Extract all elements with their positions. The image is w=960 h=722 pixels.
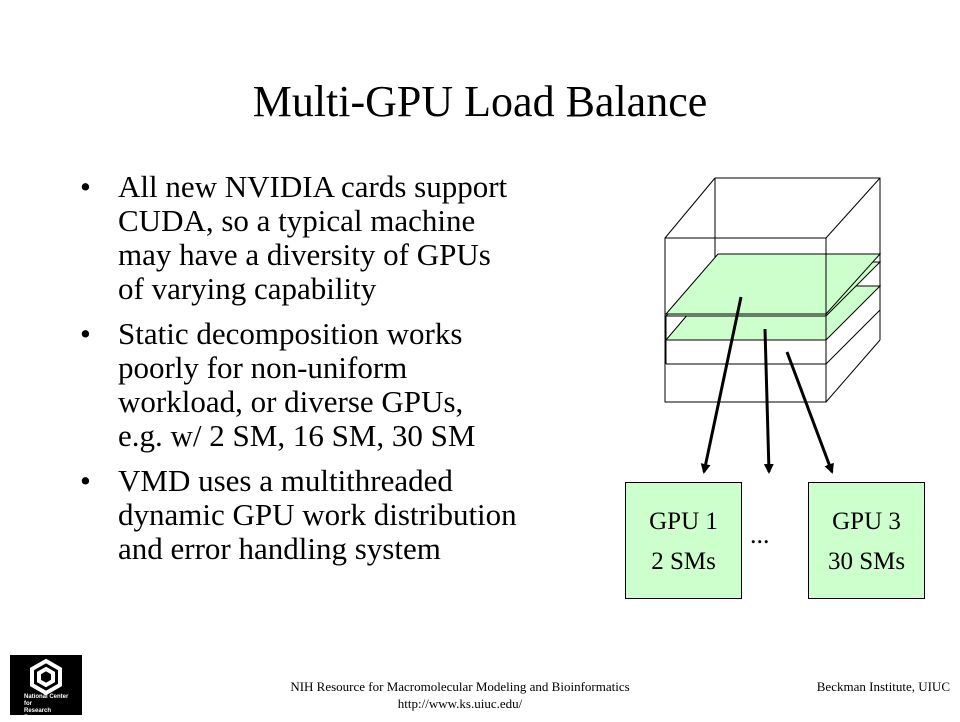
gpu3-sms: 30 SMs [827,548,906,575]
bullet-line: and error handling system [118,531,441,566]
bullet-marker: • [80,169,91,204]
logo-mark [30,658,62,696]
footer-url: http://www.ks.uiuc.edu/ [397,696,523,711]
bullet-marker: • [80,316,91,351]
box-top-right-edge [825,177,881,239]
gpu1-sms: 2 SMs [651,548,716,575]
box-front-face [664,237,827,403]
bullet-line: CUDA, so a typical machine [118,203,476,238]
box-front-rect [664,237,827,403]
arrow-to-gpu2 [763,328,774,474]
arrow-to-gpu3 [785,351,834,474]
bullet-line: of varying capability [118,271,377,306]
slab-bottom-edge [825,309,881,365]
bullet-line: dynamic GPU work distribution [118,497,517,532]
bullet-item: • All new NVIDIA cards support CUDA, so … [80,170,620,306]
bullet-line: may have a diversity of GPUs [118,237,491,272]
gpu1-box: GPU 1 2 SMs [625,482,742,599]
logo-text-line: National Center for [24,694,69,707]
bullet-line: workload, or diverse GPUs, [118,384,464,419]
slide-title: Multi-GPU Load Balance [252,77,708,126]
gpu-ellipsis: ... [750,520,770,549]
gpu3-box: GPU 3 30 SMs [808,482,925,599]
bullet-line: poorly for non-uniform [118,350,408,385]
bullet-line: e.g. w/ 2 SM, 16 SM, 30 SM [118,418,476,453]
logo-text-line: Research Resources [24,708,55,721]
box-top-left-edge [664,177,716,239]
footer-left: NIH Resource for Macromolecular Modeling… [240,678,680,712]
bullet-line: All new NVIDIA cards support [118,169,508,204]
gpu3-name: GPU 3 [832,508,901,535]
box-bottom-right-edge [825,339,881,403]
ncrr-logo [10,655,82,715]
logo-text: National Center for Research Resources [24,694,74,722]
arrow-to-gpu1 [700,296,743,474]
bullet-item: • VMD uses a multithreaded dynamic GPU w… [80,464,620,566]
bullet-marker: • [80,463,91,498]
bullet-line: Static decomposition works [118,316,463,351]
footer-resource-name: NIH Resource for Macromolecular Modeling… [290,679,630,694]
bullet-line: VMD uses a multithreaded [118,463,453,498]
footer-institute: Beckman Institute, UIUC [816,679,950,694]
gpu1-name: GPU 1 [649,508,718,535]
bullet-list: • All new NVIDIA cards support CUDA, so … [80,170,620,577]
slab-stack [664,253,882,365]
bullet-item: • Static decomposition works poorly for … [80,317,620,453]
gpu-arrows [700,296,834,474]
